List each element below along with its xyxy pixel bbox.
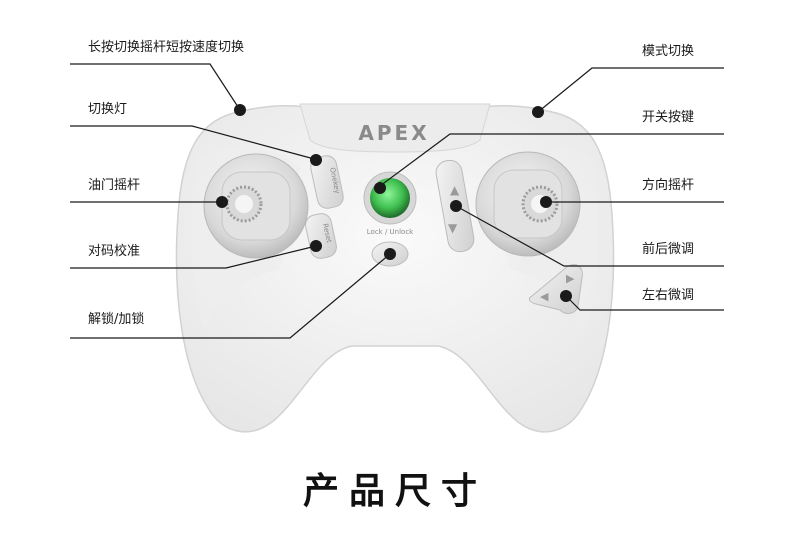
page-title: 产品尺寸 xyxy=(302,471,487,512)
callout-pairing-calibration: 对码校准 xyxy=(88,244,141,259)
reset-label: Reset xyxy=(321,223,333,244)
callout-power-key: 开关按键 xyxy=(641,110,694,125)
trim-right-arrow-icon: ▶ xyxy=(566,272,575,285)
trim-up-arrow-icon: ▲ xyxy=(450,183,460,197)
callout-direction-stick: 方向摇杆 xyxy=(641,178,694,193)
callout-forward-back-trim: 前后微调 xyxy=(641,242,694,257)
callout-long-press-switch: 长按切换摇杆短按速度切换 xyxy=(88,40,245,55)
callout-lock-unlock: 解锁/加锁 xyxy=(88,312,145,327)
onekey-button[interactable] xyxy=(309,154,345,210)
callout-throttle-stick: 油门摇杆 xyxy=(88,178,141,193)
brand-logo: APEX xyxy=(358,121,429,145)
trim-down-arrow-icon: ▼ xyxy=(448,221,458,235)
trim-left-arrow-icon: ◀ xyxy=(540,290,549,303)
callout-mode-switch: 模式切换 xyxy=(641,44,694,59)
callout-dots xyxy=(216,104,572,302)
callout-lines xyxy=(70,63,724,339)
lock-unlock-label: Lock / Unlock xyxy=(367,228,414,236)
throttle-stick-cap xyxy=(235,195,253,213)
callout-left-right-trim: 左右微调 xyxy=(641,288,694,303)
callout-light-switch: 切换灯 xyxy=(88,102,128,117)
